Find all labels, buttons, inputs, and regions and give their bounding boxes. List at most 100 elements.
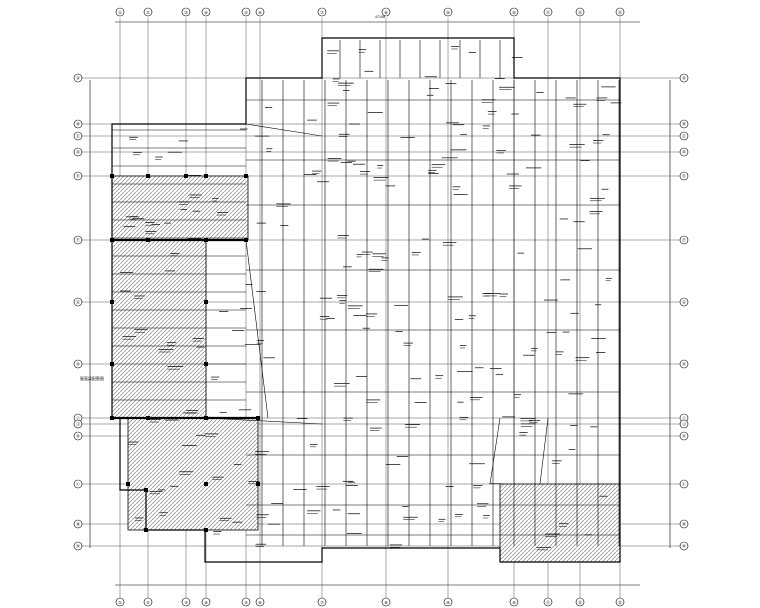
column-axis-bubble xyxy=(509,597,519,607)
row-axis-label: Ⓒ xyxy=(76,133,80,139)
column-axis-label: ③ xyxy=(184,10,188,15)
column-axis-bubble xyxy=(615,7,625,17)
column-mark xyxy=(204,174,208,178)
column-axis-bubble xyxy=(615,597,625,607)
column-axis-bubble xyxy=(241,597,251,607)
row-axis-label: Ⓘ xyxy=(76,415,80,421)
row-axis-label: Ⓐ xyxy=(76,75,80,81)
column-axis-bubble xyxy=(241,7,251,17)
row-axis-bubble xyxy=(679,431,689,441)
row-axis-label: Ⓑ xyxy=(682,121,686,127)
column-axis-bubble xyxy=(143,7,153,17)
row-axis-label: Ⓔ xyxy=(682,173,686,179)
row-axis-bubble xyxy=(679,359,689,369)
row-axis-bubble xyxy=(73,119,83,129)
column-axis-bubble xyxy=(443,7,453,17)
column-axis-bubble xyxy=(255,7,265,17)
column-axis-label: ⑬ xyxy=(618,599,622,605)
row-axis-bubble xyxy=(73,235,83,245)
row-axis-bubble xyxy=(679,541,689,551)
column-axis-bubble xyxy=(543,597,553,607)
column-axis-label: ② xyxy=(146,10,150,15)
row-axis-bubble xyxy=(679,479,689,489)
column-mark xyxy=(204,528,208,532)
row-axis-bubble xyxy=(73,359,83,369)
column-axis-label: ① xyxy=(118,600,122,605)
column-axis-label: ④ xyxy=(204,600,208,605)
hatched-region-lower-right xyxy=(499,483,621,563)
row-axis-bubble xyxy=(73,147,83,157)
row-axis-bubble xyxy=(679,297,689,307)
hatched-region-upper-left xyxy=(111,175,249,241)
row-axis-label: Ⓛ xyxy=(682,481,686,487)
column-axis-bubble xyxy=(543,7,553,17)
column-mark xyxy=(110,300,114,304)
column-axis-label: ⑦ xyxy=(320,10,324,15)
column-axis-bubble xyxy=(201,597,211,607)
column-axis-label: ④ xyxy=(204,10,208,15)
row-axis-bubble xyxy=(73,541,83,551)
column-mark xyxy=(144,528,148,532)
row-axis-label: Ⓖ xyxy=(682,299,686,305)
column-mark xyxy=(204,482,208,486)
row-axis-label: Ⓚ xyxy=(682,433,686,439)
column-mark xyxy=(110,174,114,178)
column-axis-label: ⑥ xyxy=(258,10,262,15)
column-mark xyxy=(126,482,130,486)
column-axis-bubble xyxy=(509,7,519,17)
column-axis-bubble xyxy=(181,597,191,607)
column-mark xyxy=(244,174,248,178)
diagonal-beam xyxy=(245,123,323,137)
row-axis-bubble xyxy=(679,519,689,529)
row-axis-label: Ⓓ xyxy=(76,149,80,155)
column-axis-label: ② xyxy=(146,600,150,605)
row-axis-bubble xyxy=(73,131,83,141)
row-axis-label: Ⓝ xyxy=(76,543,80,549)
row-axis-label: Ⓘ xyxy=(682,415,686,421)
row-axis-label: Ⓙ xyxy=(682,421,686,427)
column-axis-label: ⑫ xyxy=(578,9,582,15)
row-axis-label: Ⓜ xyxy=(682,521,686,527)
column-axis-bubble xyxy=(201,7,211,17)
row-axis-bubble xyxy=(73,519,83,529)
column-mark xyxy=(110,362,114,366)
column-axis-bubble xyxy=(575,7,585,17)
row-axis-bubble xyxy=(73,431,83,441)
row-axis-label: Ⓔ xyxy=(76,173,80,179)
row-axis-label: Ⓖ xyxy=(76,299,80,305)
column-axis-label: ⑬ xyxy=(618,9,622,15)
row-axis-label: Ⓓ xyxy=(682,149,686,155)
row-axis-bubble xyxy=(73,171,83,181)
column-axis-bubble xyxy=(381,7,391,17)
column-axis-label: ⑫ xyxy=(578,599,582,605)
column-mark xyxy=(144,488,148,492)
row-axis-bubble xyxy=(73,297,83,307)
beam-lines xyxy=(112,40,620,546)
column-axis-bubble xyxy=(317,7,327,17)
column-mark xyxy=(184,174,188,178)
row-axis-label: Ⓒ xyxy=(682,133,686,139)
row-axis-label: Ⓕ xyxy=(76,237,80,243)
row-axis-bubble xyxy=(679,171,689,181)
column-axis-label: ⑤ xyxy=(244,10,248,15)
column-axis-label: ⑧ xyxy=(384,600,388,605)
row-axis-label: Ⓑ xyxy=(76,121,80,127)
hatched-region-lower-left xyxy=(127,417,259,531)
row-axis-label: Ⓛ xyxy=(76,481,80,487)
row-axis-bubble xyxy=(679,73,689,83)
column-axis-label: ⑨ xyxy=(446,10,450,15)
column-axis-label: ⑥ xyxy=(258,600,262,605)
column-axis-bubble xyxy=(381,597,391,607)
row-axis-label: Ⓙ xyxy=(76,421,80,427)
row-axis-bubble xyxy=(73,73,83,83)
overall-dimension-label: 47140 xyxy=(375,15,386,19)
diagonal-beam xyxy=(539,417,549,485)
column-axis-label: ① xyxy=(118,10,122,15)
row-axis-label: Ⓐ xyxy=(682,75,686,81)
column-mark xyxy=(204,362,208,366)
beam-annotations xyxy=(120,46,622,551)
row-axis-bubble xyxy=(679,235,689,245)
column-axis-label: ⑦ xyxy=(320,600,324,605)
